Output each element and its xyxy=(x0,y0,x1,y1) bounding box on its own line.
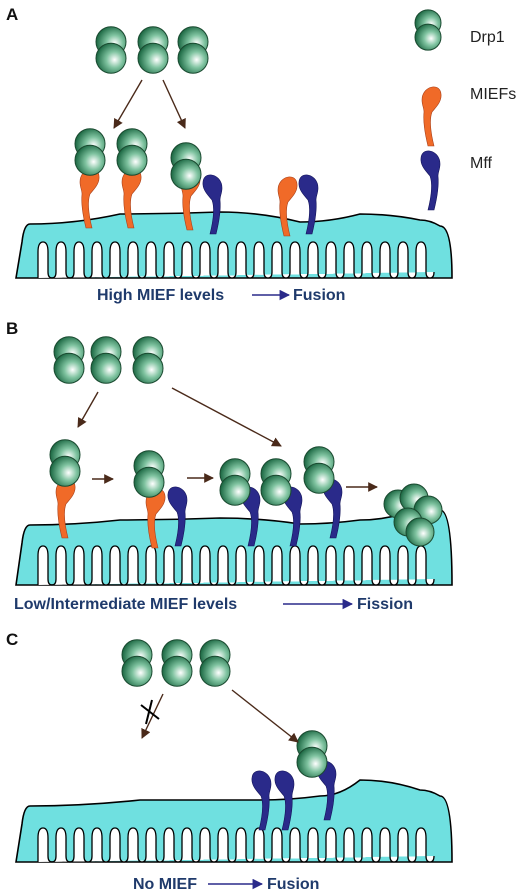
arrows xyxy=(77,79,378,743)
mief-a-2 xyxy=(121,168,142,229)
drp1-b-4 xyxy=(260,458,292,506)
legend-label-miefs: MIEFs xyxy=(470,86,516,103)
arrow-c-long xyxy=(231,689,299,743)
caption-b-outcome: Fission xyxy=(357,596,413,613)
arrow-c-blocked xyxy=(141,693,164,739)
panel-label-b: B xyxy=(6,319,18,338)
membrane-a xyxy=(15,211,453,279)
mief-a-1 xyxy=(79,168,100,229)
membrane-b-cristae xyxy=(37,545,435,586)
drp1-b-5 xyxy=(303,446,335,494)
drp1-pool-a-2 xyxy=(137,26,169,74)
mff-icon xyxy=(420,150,441,211)
drp1-pool-a-3 xyxy=(177,26,209,74)
mff-b-1 xyxy=(167,486,188,547)
legend: Drp1 MIEFs Mff xyxy=(414,9,516,211)
caption-c-condition: No MIEF xyxy=(133,876,197,893)
legend-drp1-shape xyxy=(414,9,442,51)
mief-a-4 xyxy=(277,176,298,237)
membrane-c xyxy=(15,779,453,863)
membrane-a-cristae xyxy=(37,241,435,279)
drp1-pool-c-3 xyxy=(199,639,231,687)
arrow-a-right xyxy=(162,79,186,129)
drp1-pool-c-2 xyxy=(161,639,193,687)
arrow-b-down xyxy=(77,391,99,428)
drp1-b-3 xyxy=(219,458,251,506)
mff-a-2 xyxy=(298,174,319,235)
proteins xyxy=(49,26,443,831)
caption-a-condition: High MIEF levels xyxy=(97,287,224,304)
mff-a-1 xyxy=(202,174,223,235)
legend-label-mff: Mff xyxy=(470,155,492,172)
caption-c: No MIEF Fusion xyxy=(133,876,319,893)
drp1-c-1 xyxy=(296,730,328,778)
caption-a: High MIEF levels Fusion xyxy=(97,287,345,304)
membrane-c-outer xyxy=(15,779,453,863)
block-cross-icon xyxy=(140,699,160,725)
drp1-b-1 xyxy=(49,439,81,487)
caption-a-outcome: Fusion xyxy=(293,287,345,304)
mff-c-1 xyxy=(251,770,272,831)
drp1-icon xyxy=(414,9,442,51)
drp1-pool-c-1 xyxy=(121,639,153,687)
drp1-pool-b-3 xyxy=(132,336,164,384)
membrane-b xyxy=(15,507,453,586)
mff-c-2 xyxy=(274,770,295,831)
membranes xyxy=(15,211,453,863)
legend-label-drp1: Drp1 xyxy=(470,29,505,46)
membrane-a-outer xyxy=(15,211,453,279)
legend-mief-shape xyxy=(421,86,442,147)
drp1-pool-b-2 xyxy=(90,336,122,384)
mief-icon xyxy=(421,86,442,147)
drp1-pool-b-1 xyxy=(53,336,85,384)
drp1-b-2 xyxy=(133,450,165,498)
drp1-a-2 xyxy=(116,128,148,176)
membrane-c-cristae xyxy=(37,827,435,863)
panel-label-a: A xyxy=(6,5,18,24)
panel-label-c: C xyxy=(6,630,18,649)
arrow-b-long xyxy=(171,387,282,447)
arrow-a-left xyxy=(113,79,143,129)
mief-b-1 xyxy=(55,478,76,539)
drp1-pool-a-1 xyxy=(95,26,127,74)
legend-mff-shape xyxy=(420,150,441,211)
caption-b-condition: Low/Intermediate MIEF levels xyxy=(14,596,237,613)
drp1-a-3 xyxy=(170,142,202,190)
drp1-a-1 xyxy=(74,128,106,176)
drp1-ring-ball-5 xyxy=(405,517,435,547)
mief-b-2 xyxy=(145,488,166,549)
caption-b: Low/Intermediate MIEF levels Fission xyxy=(14,596,413,613)
caption-c-outcome: Fusion xyxy=(267,876,319,893)
